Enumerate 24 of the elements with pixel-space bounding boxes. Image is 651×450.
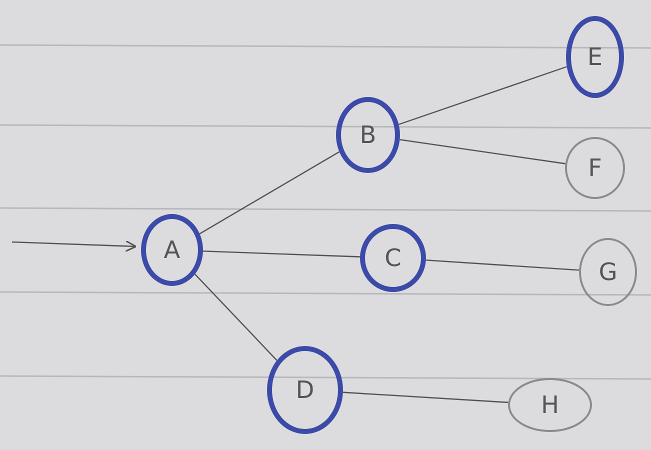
node-label: F <box>588 154 602 182</box>
node-label: D <box>296 376 314 404</box>
arrow <box>12 240 137 252</box>
connector-line <box>426 260 580 271</box>
connector-line <box>400 138 566 164</box>
circle-node <box>267 346 343 434</box>
node-label: E <box>587 43 603 71</box>
circle-node <box>508 378 592 432</box>
node-label: B <box>360 121 376 149</box>
connector-line <box>194 274 278 361</box>
connector-line <box>202 250 360 258</box>
circle-node <box>360 224 426 292</box>
connector-line <box>398 66 568 126</box>
circle-node <box>565 137 625 199</box>
node-label: A <box>164 236 180 264</box>
circle-node <box>566 16 624 98</box>
circle-node <box>336 97 400 173</box>
node-label: H <box>540 391 560 419</box>
connector-line <box>199 151 340 234</box>
circle-node <box>579 238 637 306</box>
circle-node <box>141 214 203 286</box>
node-label: C <box>384 244 402 272</box>
node-label: G <box>598 258 618 286</box>
connector-line <box>342 392 508 404</box>
